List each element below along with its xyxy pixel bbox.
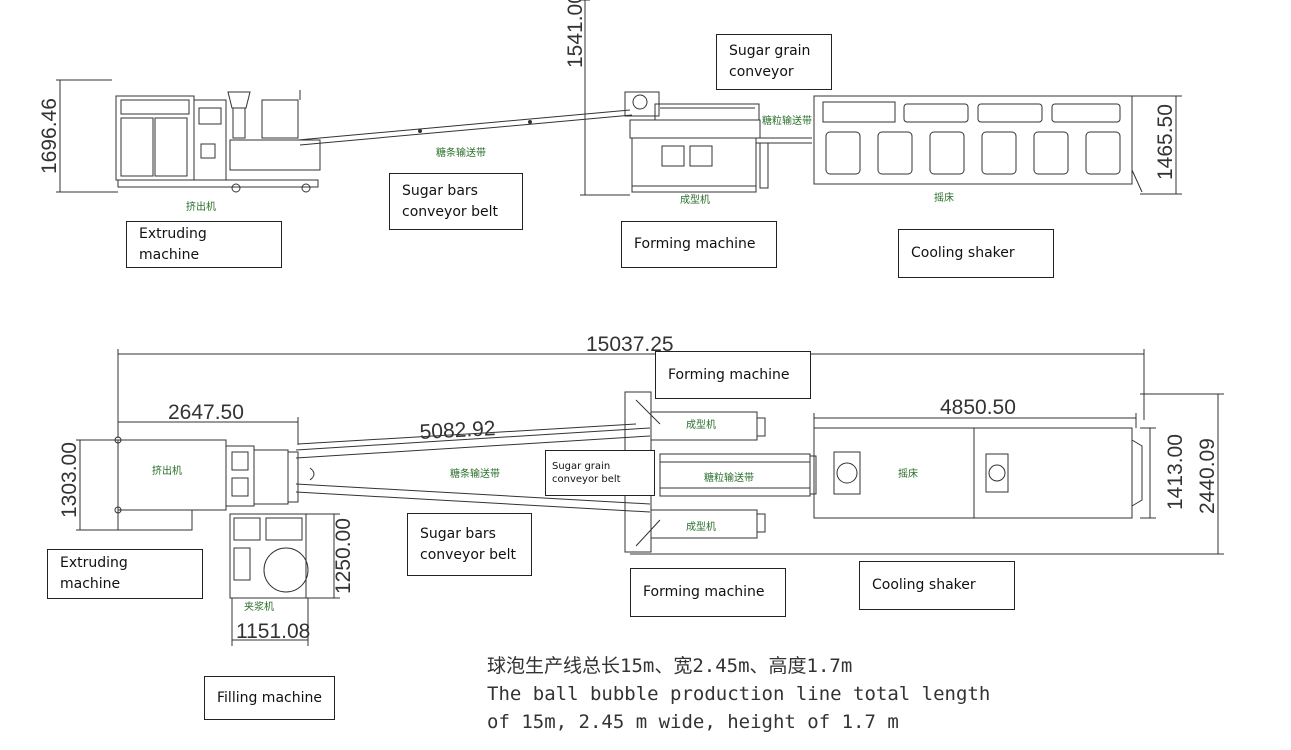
dim-belt-length bbox=[297, 423, 637, 445]
dim-filler-height bbox=[306, 513, 340, 599]
cn-side-grain-belt: 糖粒输送带 bbox=[762, 114, 812, 127]
dim-filler-width bbox=[231, 598, 309, 646]
grain-conveyor-top bbox=[659, 453, 817, 497]
cn-side-former: 成型机 bbox=[680, 193, 710, 206]
bar-conveyor-side bbox=[297, 109, 633, 146]
callout-top-sugar-bars-belt: Sugar bars conveyor belt bbox=[407, 513, 532, 576]
dim-shaker-length bbox=[813, 413, 1137, 428]
dim-extruder-width bbox=[76, 439, 118, 531]
callout-top-filling-machine: Filling machine bbox=[204, 676, 335, 720]
extruder-top bbox=[114, 436, 299, 531]
dim-text-filler-width: 1151.08 bbox=[236, 620, 310, 643]
callout-side-sugar-grain-conveyor: Sugar grain conveyor bbox=[716, 34, 832, 90]
dim-extruder-length bbox=[118, 417, 299, 445]
cn-top-former-lower: 成型机 bbox=[686, 520, 716, 533]
dim-text-extruder-height: 1696.46 bbox=[38, 98, 61, 174]
grain-conveyor-side bbox=[756, 137, 812, 189]
shaker-top bbox=[813, 427, 1143, 519]
callout-side-forming-machine: Forming machine bbox=[621, 221, 777, 268]
caption-line-en-1: The ball bubble production line total le… bbox=[487, 683, 991, 705]
dim-total-length bbox=[117, 349, 1145, 438]
extruder-side bbox=[115, 90, 321, 193]
dim-total-width bbox=[630, 393, 1224, 555]
callout-side-cooling-shaker: Cooling shaker bbox=[898, 229, 1054, 278]
filler-top bbox=[229, 513, 309, 599]
cn-top-former-upper: 成型机 bbox=[686, 418, 716, 431]
cn-side-shaker: 摇床 bbox=[934, 191, 954, 204]
cn-top-filler: 夹浆机 bbox=[244, 600, 274, 613]
dim-text-belt-length: 5082.92 bbox=[419, 417, 496, 444]
cn-top-shaker: 摇床 bbox=[898, 467, 918, 480]
cn-top-extruder: 挤出机 bbox=[152, 464, 182, 477]
dim-text-extruder-width: 1303.00 bbox=[58, 442, 81, 518]
callout-top-cooling-shaker: Cooling shaker bbox=[859, 561, 1015, 610]
callout-top-forming-upper: Forming machine bbox=[655, 351, 811, 399]
dim-text-shaker-height: 1465.50 bbox=[1154, 104, 1177, 180]
callout-side-extruding-machine: Extruding machine bbox=[126, 221, 282, 268]
dim-former-height bbox=[580, 0, 630, 196]
dim-text-total-length: 15037.25 bbox=[586, 333, 674, 356]
dim-text-shaker-width: 1413.00 bbox=[1164, 434, 1187, 510]
dim-text-shaker-length: 4850.50 bbox=[940, 396, 1016, 419]
callout-top-forming-lower: Forming machine bbox=[630, 568, 786, 617]
former-side bbox=[624, 91, 761, 193]
dim-text-former-height: 1541.00 bbox=[564, 0, 587, 68]
shaker-side bbox=[813, 95, 1143, 193]
caption-line-en-2: of 15m, 2.45 m wide, height of 1.7 m bbox=[487, 711, 899, 733]
dim-extruder-height bbox=[56, 79, 118, 193]
dim-text-extruder-length: 2647.50 bbox=[168, 401, 244, 424]
callout-top-sugar-grain-conveyor-belt: Sugar grain conveyor belt bbox=[545, 450, 655, 496]
callout-side-sugar-bars-belt: Sugar bars conveyor belt bbox=[389, 173, 523, 230]
dim-shaker-height bbox=[1130, 95, 1182, 195]
cn-top-bar-belt: 糖条输送带 bbox=[450, 467, 500, 480]
callout-top-extruding-machine: Extruding machine bbox=[47, 549, 203, 599]
caption-line-cn: 球泡生产线总长15m、宽2.45m、高度1.7m bbox=[487, 655, 853, 677]
dim-text-total-width: 2440.09 bbox=[1196, 438, 1219, 514]
dim-shaker-width bbox=[1140, 427, 1156, 519]
bar-conveyor-top bbox=[295, 427, 651, 513]
cn-side-extruder: 挤出机 bbox=[186, 200, 216, 213]
dim-text-filler-height: 1250.00 bbox=[332, 518, 355, 594]
cn-side-bar-belt: 糖条输送带 bbox=[436, 146, 486, 159]
cn-top-grain-belt: 糖粒输送带 bbox=[704, 471, 754, 484]
